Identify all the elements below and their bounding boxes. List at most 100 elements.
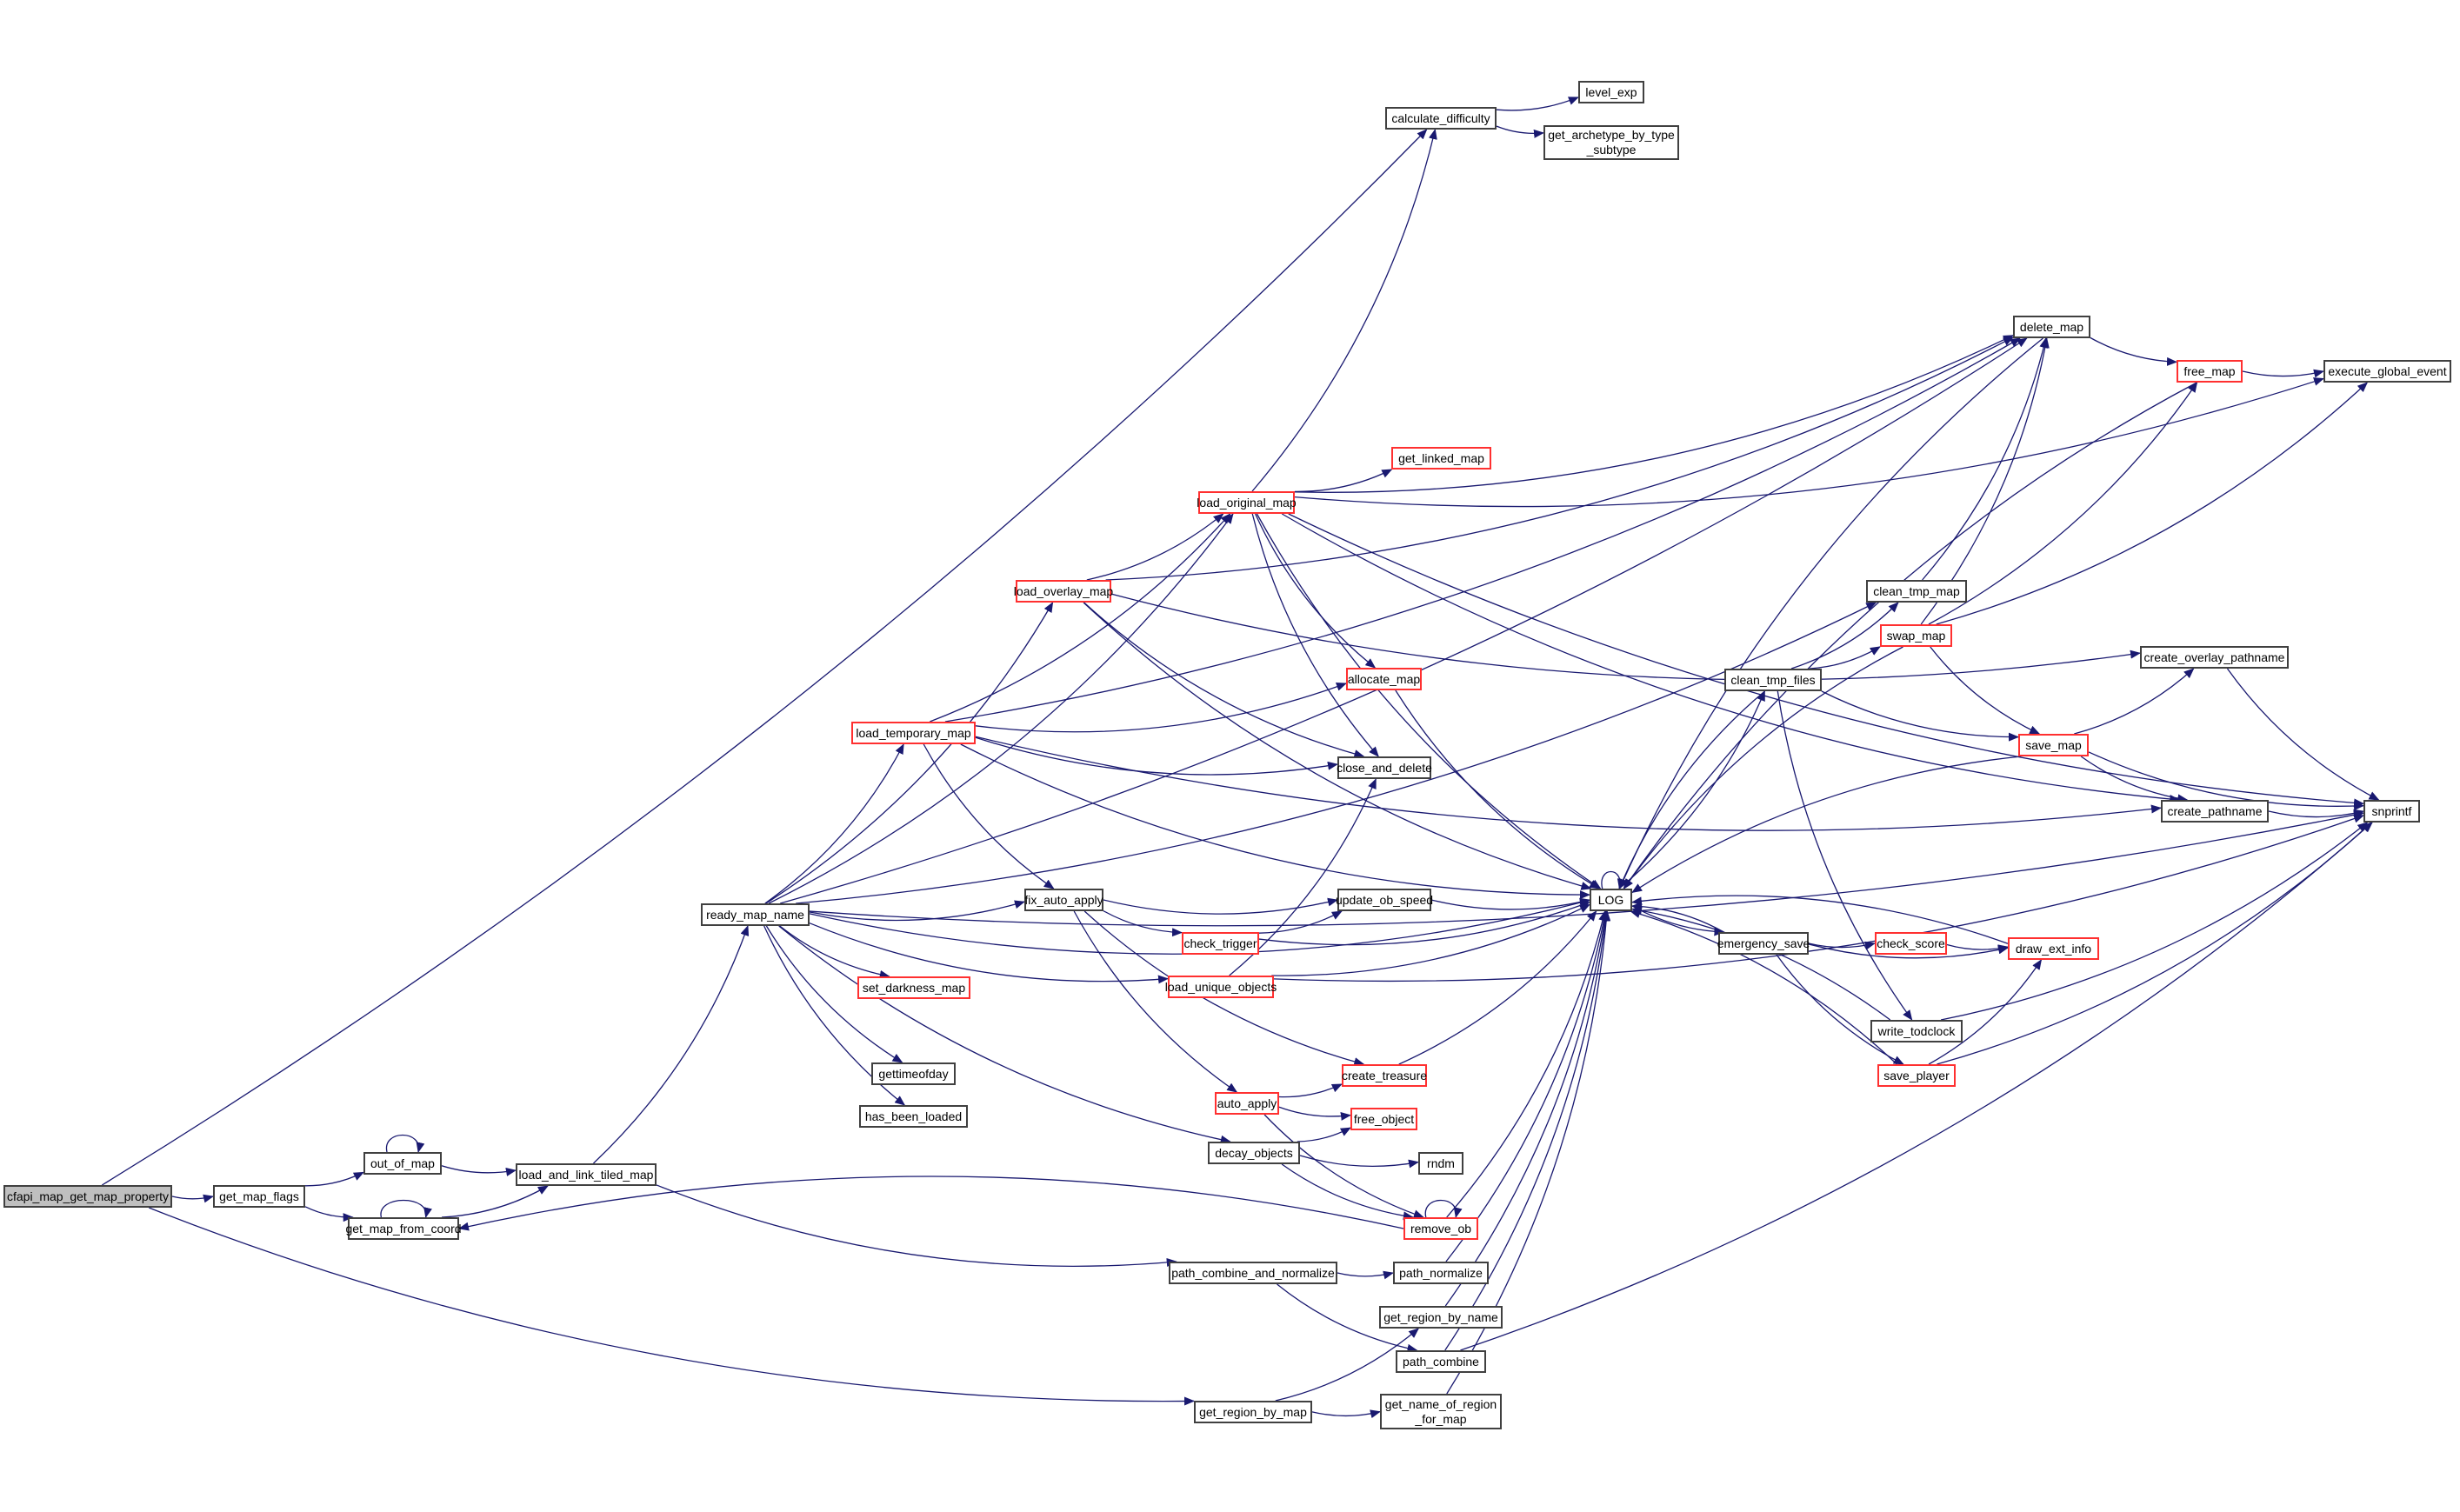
node-label: calculate_difficulty (1391, 110, 1490, 125)
node-get-region-by-map[interactable]: get_region_by_map (1194, 1401, 1312, 1423)
edge-out_of_map-to-out_of_map (385, 1135, 425, 1153)
node-get-linked-map[interactable]: get_linked_map (1391, 447, 1491, 470)
edge-load_original_map-to-close_and_delete (1251, 513, 1379, 757)
node-label: remove_ob (1410, 1221, 1472, 1236)
edge-ready_map_name-to-load_overlay_map (765, 602, 1054, 904)
node-create-overlay-pathname[interactable]: create_overlay_pathname (2140, 646, 2289, 669)
node-allocate-map[interactable]: allocate_map (1346, 668, 1422, 690)
node-save-player[interactable]: save_player (1877, 1064, 1956, 1087)
edge-fix_auto_apply-to-check_trigger (1103, 910, 1183, 937)
node-execute-global-event[interactable]: execute_global_event (2323, 360, 2451, 383)
edge-get_map_from_coord-to-get_map_from_coord (380, 1200, 432, 1218)
node-path-combine[interactable]: path_combine (1396, 1350, 1486, 1373)
node-close-and-delete[interactable]: close_and_delete (1337, 756, 1432, 779)
node-clean-tmp-map[interactable]: clean_tmp_map (1866, 580, 1967, 603)
node-path-combine-and-normalize[interactable]: path_combine_and_normalize (1169, 1262, 1337, 1284)
node-label: out_of_map (370, 1156, 435, 1170)
edge-LOG-to-LOG (1601, 870, 1626, 889)
node-remove-ob[interactable]: remove_ob (1403, 1217, 1478, 1240)
node-draw-ext-info[interactable]: draw_ext_info (2008, 937, 2099, 960)
node-get-map-from-coord[interactable]: get_map_from_coord (345, 1217, 462, 1240)
node-label: check_trigger (1183, 936, 1257, 950)
node-swap-map[interactable]: swap_map (1880, 624, 1952, 647)
node-label: clean_tmp_map (1873, 583, 1960, 598)
edge-calculate_difficulty-to-level_exp (1496, 97, 1579, 111)
edge-path_combine_and_normalize-to-path_combine (1277, 1283, 1418, 1353)
edge-load_unique_objects-to-LOG (1271, 903, 1590, 976)
node-clean-tmp-files[interactable]: clean_tmp_files (1724, 669, 1822, 691)
edge-write_todclock-to-LOG (1631, 906, 1891, 1021)
edge-cfapi_map_get_map_property-to-get_region_by_map (149, 1207, 1195, 1406)
node-label: fix_auto_apply (1024, 892, 1103, 907)
node-emergency-save[interactable]: emergency_save (1717, 932, 1810, 955)
edge-auto_apply-to-free_object (1278, 1106, 1351, 1121)
node-load-temporary-map[interactable]: load_temporary_map (851, 722, 976, 744)
node-label: path_combine (1403, 1354, 1479, 1369)
edge-create_overlay_pathname-to-snprintf (2226, 668, 2380, 801)
edge-load_original_map-to-calculate_difficulty (1251, 129, 1437, 492)
node-get-region-by-name[interactable]: get_region_by_name (1379, 1306, 1503, 1329)
node-cfapi-map-get-map-property[interactable]: cfapi_map_get_map_property (3, 1185, 172, 1208)
node-free-map[interactable]: free_map (2177, 360, 2243, 383)
node-auto-apply[interactable]: auto_apply (1215, 1092, 1279, 1115)
node-load-original-map[interactable]: load_original_map (1197, 491, 1297, 514)
edge-load_temporary_map-to-fix_auto_apply (923, 743, 1055, 889)
node-set-darkness-map[interactable]: set_darkness_map (857, 976, 970, 999)
edge-decay_objects-to-remove_ob (1281, 1163, 1414, 1221)
node-delete-map[interactable]: delete_map (2013, 316, 2090, 338)
node-label: auto_apply (1217, 1096, 1277, 1110)
edge-load_original_map-to-execute_global_event (1294, 377, 2324, 508)
node-create-pathname[interactable]: create_pathname (2161, 800, 2269, 823)
edge-load_overlay_map-to-LOG (1083, 602, 1592, 890)
node-log[interactable]: LOG (1590, 889, 1632, 911)
node-label: load_unique_objects (1164, 979, 1277, 994)
node-label: emergency_save (1717, 936, 1810, 950)
node-update-ob-speed[interactable]: update_ob_speed (1335, 889, 1434, 911)
edge-load_original_map-to-allocate_map (1255, 513, 1377, 669)
node-label: update_ob_speed (1335, 892, 1434, 907)
node-load-overlay-map[interactable]: load_overlay_map (1013, 580, 1114, 603)
node-label: load_overlay_map (1013, 583, 1114, 598)
node-label: get_linked_map (1398, 450, 1484, 465)
edge-path_combine_and_normalize-to-path_normalize (1337, 1270, 1394, 1280)
node-snprintf[interactable]: snprintf (2363, 800, 2420, 823)
edge-decay_objects-to-rndm (1299, 1155, 1419, 1169)
edge-emergency_save-to-draw_ext_info (1808, 943, 2009, 959)
node-label: get_archetype_by_type _subtype (1548, 128, 1675, 157)
node-gettimeofday[interactable]: gettimeofday (871, 1062, 956, 1085)
node-fix-auto-apply[interactable]: fix_auto_apply (1024, 889, 1103, 911)
edge-clean_tmp_files-to-clean_tmp_map (1790, 602, 1899, 669)
edge-fix_auto_apply-to-update_ob_speed (1103, 897, 1338, 915)
node-path-normalize[interactable]: path_normalize (1393, 1262, 1489, 1284)
edge-ready_map_name-to-clean_tmp_map (796, 602, 1877, 904)
edge-draw_ext_info-to-LOG (1631, 895, 2009, 944)
node-level-exp[interactable]: level_exp (1578, 81, 1644, 103)
node-get-archetype-by-type-subtype[interactable]: get_archetype_by_type _subtype (1543, 125, 1679, 160)
node-write-todclock[interactable]: write_todclock (1870, 1020, 1963, 1042)
node-has-been-loaded[interactable]: has_been_loaded (859, 1105, 968, 1128)
node-decay-objects[interactable]: decay_objects (1208, 1142, 1300, 1164)
edge-clean_tmp_files-to-swap_map (1809, 646, 1881, 669)
node-get-map-flags[interactable]: get_map_flags (213, 1185, 305, 1208)
node-label: create_pathname (2167, 803, 2263, 818)
node-load-and-link-tiled-map[interactable]: load_and_link_tiled_map (516, 1163, 657, 1186)
node-rndm[interactable]: rndm (1418, 1152, 1463, 1175)
node-ready-map-name[interactable]: ready_map_name (701, 903, 810, 926)
edge-ready_map_name-to-load_temporary_map (764, 743, 904, 904)
edge-load_and_link_tiled_map-to-ready_map_name (593, 925, 750, 1164)
edge-swap_map-to-free_map (1928, 382, 2198, 625)
edge-ready_map_name-to-has_been_loaded (763, 925, 906, 1106)
node-label: save_player (1883, 1068, 1950, 1082)
edge-get_map_from_coord-to-load_and_link_tiled_map (441, 1185, 549, 1218)
node-create-treasure[interactable]: create_treasure (1342, 1064, 1427, 1087)
edge-ready_map_name-to-gettimeofday (765, 925, 903, 1063)
node-get-name-of-region-for-map[interactable]: get_name_of_region _for_map (1380, 1394, 1502, 1429)
node-check-score[interactable]: check_score (1875, 932, 1947, 955)
node-save-map[interactable]: save_map (2018, 734, 2089, 756)
node-out-of-map[interactable]: out_of_map (363, 1152, 442, 1175)
node-free-object[interactable]: free_object (1350, 1108, 1417, 1130)
node-load-unique-objects[interactable]: load_unique_objects (1164, 976, 1277, 998)
node-calculate-difficulty[interactable]: calculate_difficulty (1385, 107, 1497, 130)
node-check-trigger[interactable]: check_trigger (1182, 932, 1259, 955)
